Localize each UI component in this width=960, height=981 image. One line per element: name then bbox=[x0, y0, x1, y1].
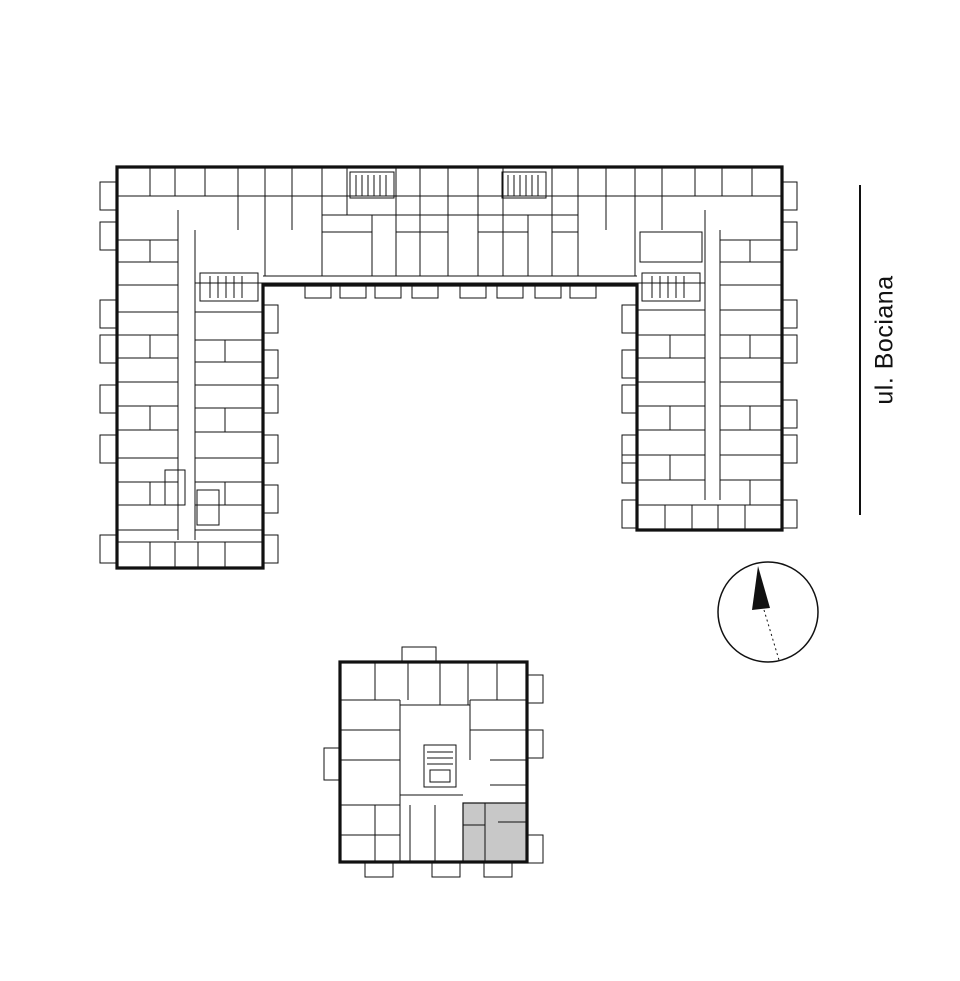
balconies bbox=[99, 181, 798, 564]
stairwell-icon bbox=[349, 171, 395, 199]
street-name-label: ul. Bociana bbox=[870, 275, 899, 405]
u-shaped-building bbox=[99, 165, 798, 570]
left-wing-units bbox=[117, 239, 263, 568]
stairwell-icon bbox=[423, 744, 457, 788]
stairwell-icon bbox=[501, 171, 547, 199]
u-building-outline bbox=[115, 165, 784, 570]
square-building-units bbox=[340, 662, 527, 862]
stairwell-icon bbox=[641, 272, 701, 302]
stairwell-icon bbox=[199, 272, 259, 302]
north-arrow-icon bbox=[717, 561, 819, 663]
selected-apartment[interactable] bbox=[462, 802, 527, 862]
balconies bbox=[323, 646, 544, 878]
top-wing-units bbox=[149, 167, 753, 276]
right-wing-units bbox=[637, 231, 782, 530]
square-building bbox=[323, 646, 544, 878]
